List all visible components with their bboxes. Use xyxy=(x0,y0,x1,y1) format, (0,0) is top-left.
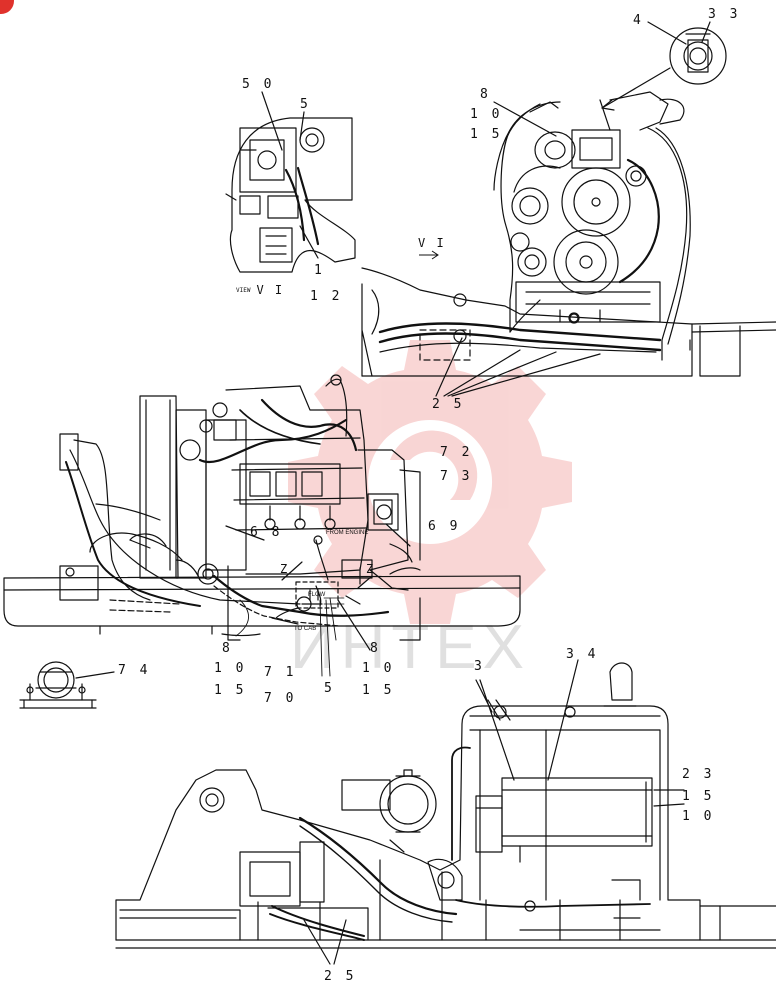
callout-10-tr: 1 0 xyxy=(470,107,503,122)
note-from-engine: FROM ENGINE xyxy=(326,530,369,536)
callout-10-l: 1 0 xyxy=(214,661,247,676)
callout-34: 3 4 xyxy=(566,647,599,662)
main-engine-assembly xyxy=(3,374,521,677)
callout-8-r: 8 xyxy=(370,641,381,656)
callout-68: 6 8 xyxy=(250,525,283,540)
note-flow: FLOW xyxy=(308,592,326,598)
detail-view-vi xyxy=(225,91,356,273)
section-z-left: Z xyxy=(280,562,290,576)
section-z-right: Z xyxy=(366,562,376,576)
callout-25-mid: 2 5 xyxy=(432,397,465,412)
view-vi-title: V I xyxy=(256,283,285,297)
arrow-vi-label: V I xyxy=(418,236,446,250)
callout-8-tr: 8 xyxy=(480,87,491,102)
callout-15-l: 1 5 xyxy=(214,683,247,698)
callout-69: 6 9 xyxy=(428,519,461,534)
callout-3: 3 xyxy=(474,659,485,674)
detail-74 xyxy=(19,661,115,709)
callout-15-br: 1 5 xyxy=(682,789,715,804)
callout-4: 4 xyxy=(633,13,644,28)
callout-10-br: 1 0 xyxy=(682,809,715,824)
callout-15-r: 1 5 xyxy=(362,683,395,698)
note-to-cab: TO CAB xyxy=(294,626,317,632)
callout-74: 7 4 xyxy=(118,663,151,678)
callout-33: 3 3 xyxy=(708,7,741,22)
callout-5-top: 5 xyxy=(300,97,311,112)
callout-25-bot: 2 5 xyxy=(324,969,357,984)
callout-23: 2 3 xyxy=(682,767,715,782)
callout-73: 7 3 xyxy=(440,469,473,484)
engine-front-view xyxy=(493,21,727,361)
view-prefix: VIEW xyxy=(236,287,251,294)
view-vi-label: VIEW V I xyxy=(236,283,284,297)
view-arrow-icon xyxy=(419,250,439,260)
callout-15-tr: 1 5 xyxy=(470,127,503,142)
callout-72: 7 2 xyxy=(440,445,473,460)
callout-10-r: 1 0 xyxy=(362,661,395,676)
callout-71: 7 1 xyxy=(264,665,297,680)
callout-50: 5 0 xyxy=(242,77,275,92)
callout-70: 7 0 xyxy=(264,691,297,706)
bottom-machine-view xyxy=(115,659,776,965)
callout-1: 1 xyxy=(314,263,325,278)
callout-5-mid: 5 xyxy=(324,681,335,696)
callout-8-l: 8 xyxy=(222,641,233,656)
frame-mid-right xyxy=(361,267,776,397)
callout-12: 1 2 xyxy=(310,289,343,304)
